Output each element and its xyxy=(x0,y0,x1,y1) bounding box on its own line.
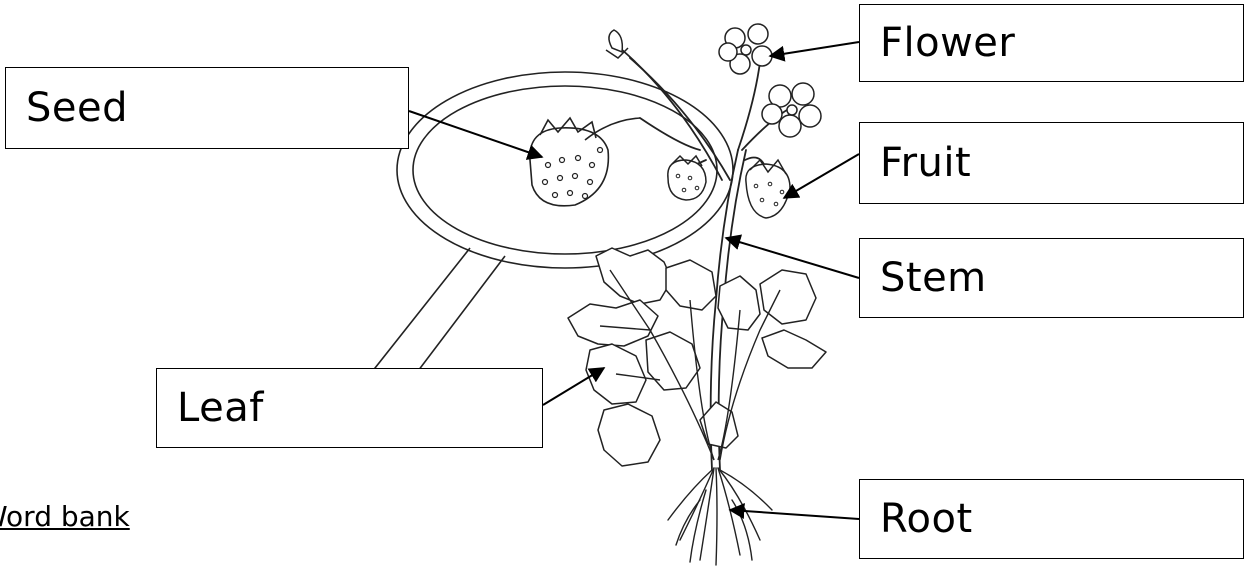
leaf-shape xyxy=(646,332,700,390)
flower-label-box: Flower xyxy=(859,4,1244,82)
stem-label: Stem xyxy=(880,255,987,301)
leaf-shape xyxy=(596,248,672,304)
leaf-label-box: Leaf xyxy=(156,368,543,448)
leaf-shape xyxy=(760,270,816,324)
flower-label: Flower xyxy=(880,20,1015,66)
plant-roots xyxy=(668,468,772,565)
flower-side xyxy=(762,83,821,137)
word-bank-text: Word bank xyxy=(0,500,165,533)
seed-label-box: Seed xyxy=(5,67,409,149)
stem-label-box: Stem xyxy=(859,238,1244,318)
leaf-label: Leaf xyxy=(177,385,264,431)
leaf-shape xyxy=(666,260,716,310)
seed-label: Seed xyxy=(26,85,128,131)
magnified-strawberry xyxy=(530,118,640,206)
flower-arrow xyxy=(770,42,859,56)
plant-leaves xyxy=(568,248,826,466)
flower-top xyxy=(719,24,772,74)
fruit-label: Fruit xyxy=(880,140,971,186)
flower-bud xyxy=(606,30,628,58)
root-label-box: Root xyxy=(859,479,1244,559)
fruit-arrow xyxy=(784,154,859,198)
seed-arrow xyxy=(409,111,542,157)
word-bank-heading: Word bank xyxy=(0,500,165,533)
strawberry-fruit-left xyxy=(668,156,706,200)
root-label: Root xyxy=(880,496,973,542)
strawberry-fruit-right xyxy=(746,160,790,218)
leaf-shape xyxy=(762,330,826,368)
fruit-label-box: Fruit xyxy=(859,122,1244,204)
leaf-shape xyxy=(598,404,660,466)
